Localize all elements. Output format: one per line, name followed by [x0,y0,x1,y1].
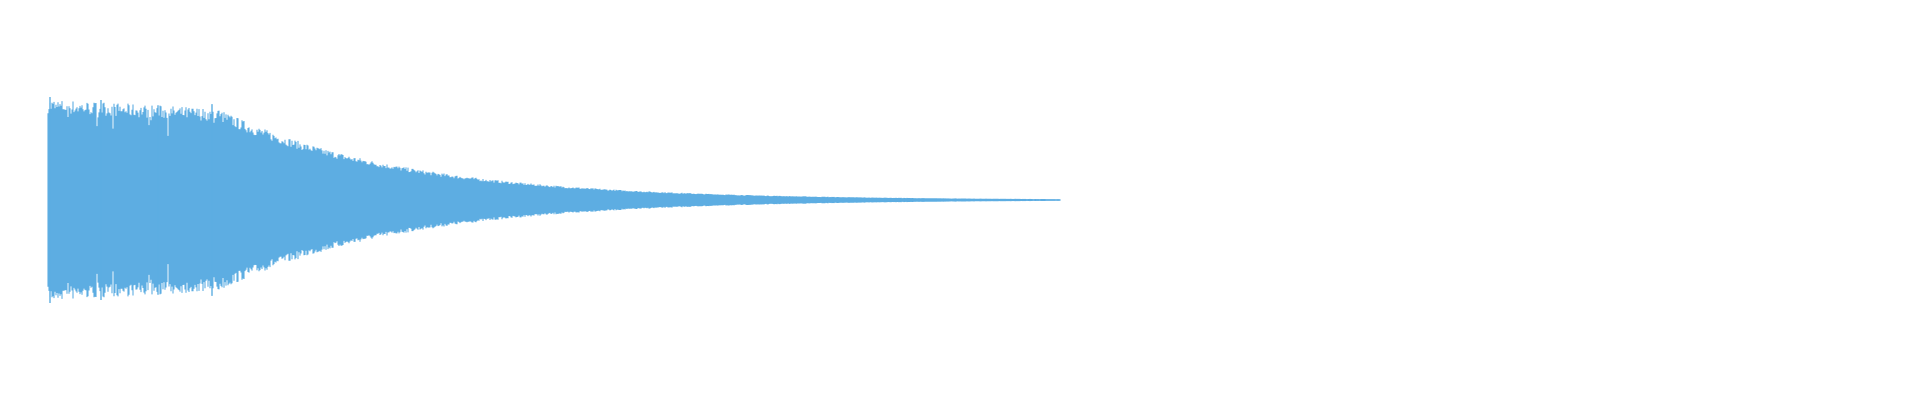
waveform-samples [47,96,1061,304]
waveform-signal [47,101,1061,299]
